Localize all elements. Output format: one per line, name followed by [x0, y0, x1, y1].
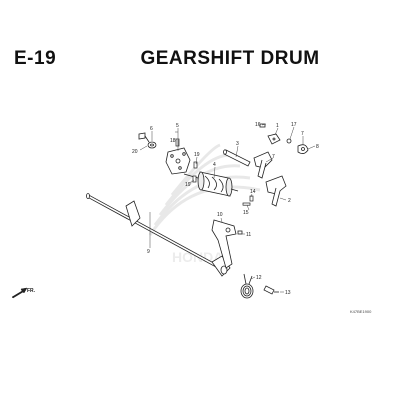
callout-18: 18: [170, 138, 176, 144]
callout-19-lower: 19: [185, 182, 191, 188]
callout-3: 3: [236, 141, 239, 147]
callout-labels: 6 20 5 18 19 19 4 3 16 1 17 7 8 7 2 14 1…: [132, 122, 319, 296]
callout-6: 6: [150, 126, 153, 132]
callout-9: 9: [147, 249, 150, 255]
callout-14: 14: [250, 189, 256, 195]
callout-17: 17: [291, 122, 297, 128]
part-3-fork-shaft: [223, 149, 251, 167]
callout-8: 8: [316, 144, 319, 150]
part-13-bolt: [263, 285, 279, 295]
fr-arrow-icon: [11, 287, 28, 299]
part-4-shift-drum: [183, 171, 239, 197]
part-9-shift-spindle: [86, 193, 231, 277]
part-10-11-shift-arm: [211, 219, 243, 269]
diagram-title: GEARSHIFT DRUM: [140, 48, 320, 69]
reference-code: K47BE1900: [350, 309, 372, 314]
leader-lines: [139, 123, 316, 293]
part-12-return-spring: [240, 273, 254, 299]
part-18-19-pins: [175, 138, 198, 183]
part-14-15-small-pins: [242, 195, 254, 206]
callout-13: 13: [285, 290, 291, 296]
callout-12: 12: [256, 275, 262, 281]
part-6-20-bolt-washer: [138, 132, 157, 149]
callout-16: 16: [255, 122, 261, 128]
callout-5: 5: [176, 123, 179, 129]
part-7-8-16-17-stopper: [259, 123, 309, 154]
callout-7-lower: 7: [272, 154, 275, 160]
fr-direction-indicator: FR.: [11, 287, 36, 299]
part-1-2-shift-forks: [253, 151, 287, 207]
callout-19-upper: 19: [194, 152, 200, 158]
callout-11: 11: [246, 232, 251, 238]
callout-7: 7: [301, 131, 304, 137]
callout-10: 10: [217, 212, 223, 218]
callout-20: 20: [132, 149, 138, 155]
fr-label: FR.: [27, 288, 36, 294]
part-5-stopper-plate: [165, 147, 191, 175]
section-code: E-19: [14, 48, 57, 69]
callout-15: 15: [243, 210, 249, 216]
callout-4: 4: [213, 162, 216, 168]
callout-1: 1: [276, 123, 279, 129]
callout-2: 2: [288, 198, 291, 204]
